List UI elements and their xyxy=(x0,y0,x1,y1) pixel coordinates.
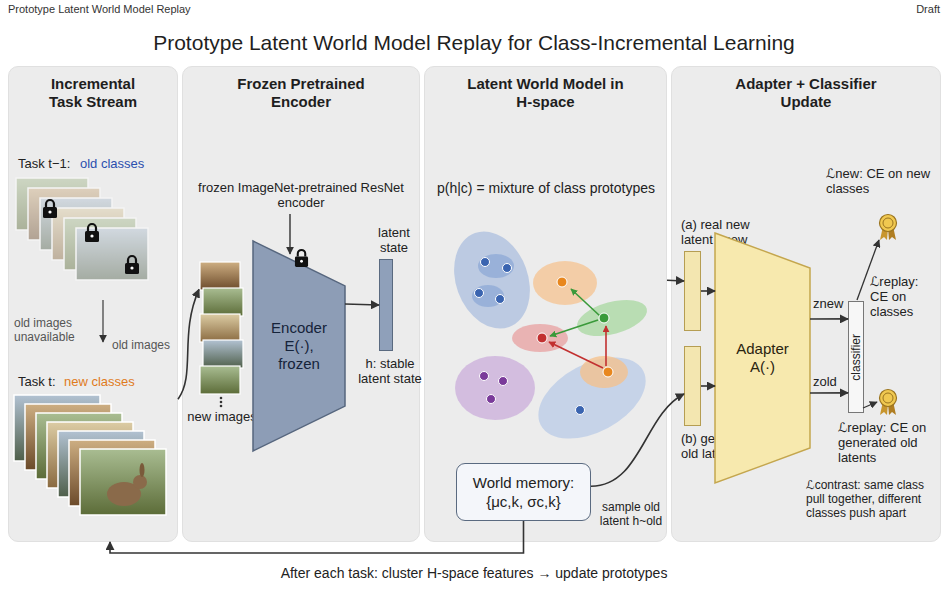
task-label: Task t−1: xyxy=(18,156,80,171)
node-text: Adapter A(·) xyxy=(727,340,799,376)
node-text: Adapter + Classifier Update xyxy=(726,75,886,111)
node-text: latent state xyxy=(368,225,420,255)
edge-label: zold xyxy=(813,374,847,389)
note-text: old images unavailable xyxy=(14,316,100,344)
flow-arrow xyxy=(110,521,524,553)
flow-arrow xyxy=(701,290,715,292)
edge-label: znew xyxy=(813,296,847,311)
node-text: World memory: xyxy=(473,473,574,492)
flow-arrow xyxy=(701,385,715,387)
node-text: classifier xyxy=(849,334,863,381)
note-text: old images xyxy=(112,338,176,352)
node-text: Latent World Model in H-space xyxy=(466,75,626,111)
draft-mark: Draft xyxy=(880,3,940,16)
encoder-trapezoid: Encoder E(·), frozen xyxy=(253,241,345,451)
latent-bar: (a) real new latent hnew xyxy=(684,251,701,331)
edge-label: After each task: cluster H-space feature… xyxy=(0,565,948,582)
edge-label: sample old latent h~old xyxy=(598,500,664,528)
flow-arrow xyxy=(810,392,848,394)
node-text: Encoder E(·), frozen xyxy=(263,319,335,373)
flow-arrow xyxy=(667,279,684,281)
adapter-trapezoid: Adapter A(·) xyxy=(715,233,810,483)
latent-bar: (b) generated old latent hold xyxy=(684,346,701,426)
loss-label: ℒreplay: CE on classes xyxy=(870,274,938,319)
stage-panel: Frozen Pretrained Encoder new images Encod… xyxy=(182,66,420,542)
shape-fill xyxy=(253,241,345,451)
node-text: new images xyxy=(187,409,257,424)
flow-arrow xyxy=(591,394,684,486)
flow-arrow xyxy=(178,289,199,399)
node-text: Frozen Pretrained Encoder xyxy=(226,75,376,111)
latent-bar: latent stateh: stable latent state xyxy=(379,259,393,351)
stage-panel: Latent World Model in H-spaceWorld memor… xyxy=(424,66,667,542)
diagram-title: Prototype Latent World Model Replay for … xyxy=(0,30,948,56)
formula-text: p(h|c) = mixture of class prototypes xyxy=(436,180,656,197)
loss-label: ℒnew: CE on new classes xyxy=(826,166,938,196)
note-text: frozen ImageNet-pretrained ResNet encode… xyxy=(192,180,410,210)
class-tag: new classes xyxy=(64,374,164,389)
flow-arrow xyxy=(345,304,379,305)
node-text: {μc,k, σc,k} xyxy=(486,492,561,511)
class-tag: old classes xyxy=(80,156,172,171)
memory-box: World memory:{μc,k, σc,k} xyxy=(456,463,591,521)
classifier-bar: classifier xyxy=(848,301,864,413)
node-text: Incremental Task Stream xyxy=(33,75,153,111)
loss-label: ℒreplay: CE on generated old latents xyxy=(838,420,940,465)
node-text: h: stable latent state xyxy=(358,356,422,386)
task-label: Task t: xyxy=(18,374,66,389)
stage-panel: Incremental Task Stream xyxy=(8,66,178,542)
running-header: Prototype Latent World Model Replay xyxy=(8,3,308,16)
image-stack: new images xyxy=(199,263,245,395)
flow-arrow xyxy=(810,318,848,320)
loss-label: ℒcontrast: same class pull together, dif… xyxy=(806,478,940,520)
shape-fill xyxy=(715,233,810,483)
